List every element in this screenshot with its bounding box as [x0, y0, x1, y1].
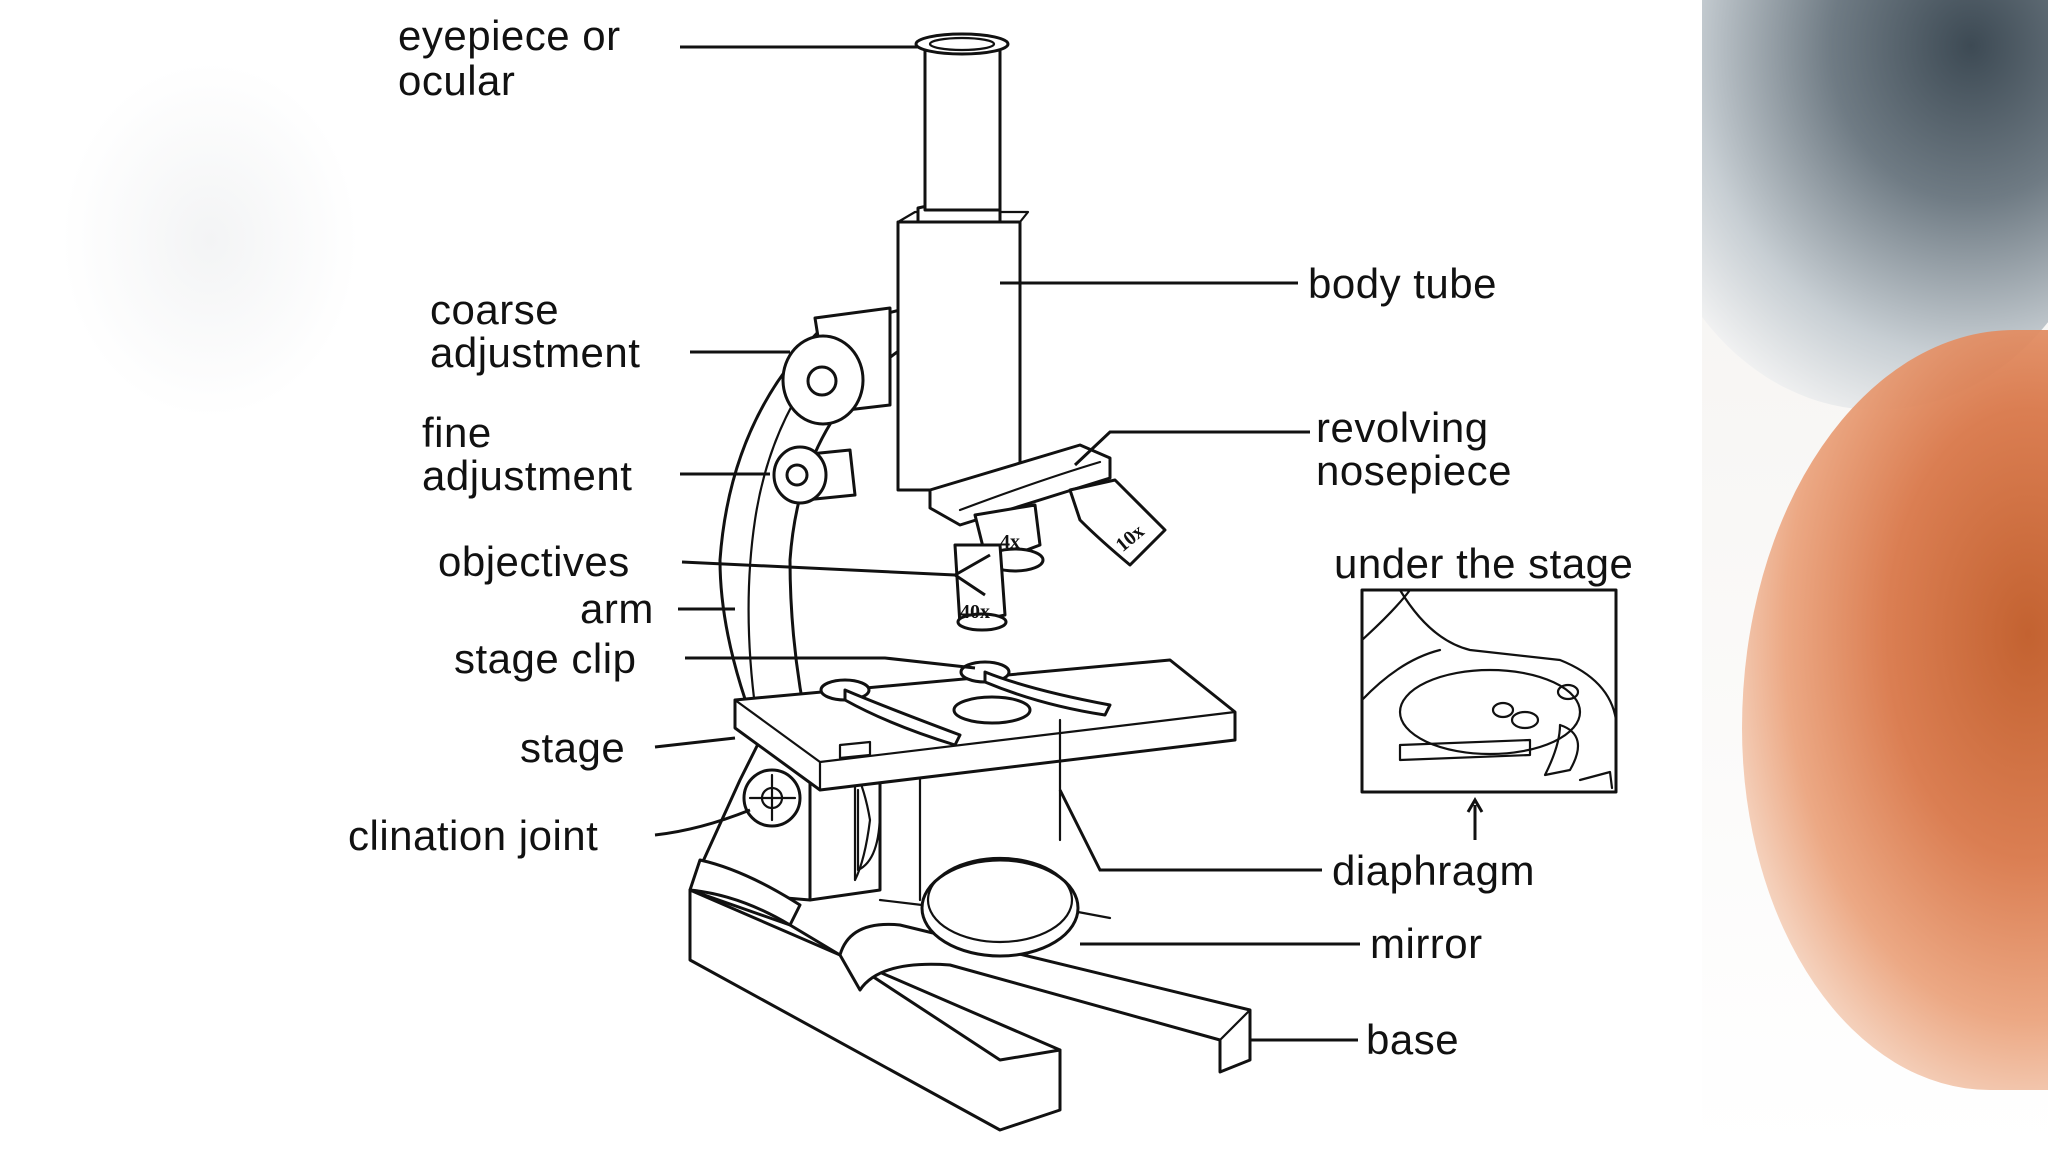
- under-stage-inset: [1360, 588, 1618, 840]
- label-base: base: [1366, 1016, 1459, 1063]
- labels: eyepiece or ocular body tube coarse adju…: [348, 12, 1633, 1063]
- mirror: [878, 856, 1112, 958]
- label-stage-clip: stage clip: [454, 635, 636, 682]
- clination-joint: [742, 768, 802, 828]
- label-arm: arm: [580, 585, 654, 632]
- objective-4x-mark: 4x: [1000, 531, 1020, 553]
- objective-40x-mark: 40x: [960, 601, 990, 623]
- background-haze: [60, 60, 360, 420]
- revolving-nosepiece: [928, 443, 1112, 527]
- label-stage: stage: [520, 724, 625, 771]
- label-diaphragm: diaphragm: [1332, 847, 1535, 894]
- label-clination-joint: clination joint: [348, 812, 598, 859]
- label-coarse-line2: adjustment: [430, 329, 640, 376]
- body-tube: [896, 201, 1030, 492]
- label-fine-line1: fine: [422, 409, 492, 456]
- label-mirror: mirror: [1370, 920, 1483, 967]
- eyepiece: [914, 32, 1010, 212]
- label-eyepiece-line2: ocular: [398, 57, 515, 104]
- leader-lines: [654, 45, 1360, 1042]
- label-under-the-stage: under the stage: [1334, 540, 1633, 587]
- fine-adjustment-knob: [772, 445, 857, 505]
- coarse-adjustment-knob: [781, 306, 892, 426]
- label-revolving-line1: revolving: [1316, 404, 1489, 451]
- label-revolving-line2: nosepiece: [1316, 447, 1512, 494]
- side-photo-panel: [1702, 0, 2048, 1152]
- stage-clips: [819, 660, 1112, 747]
- microscope-base: [688, 888, 1252, 1132]
- label-objectives: objectives: [438, 538, 630, 585]
- label-fine-line2: adjustment: [422, 452, 632, 499]
- label-eyepiece-line1: eyepiece or: [398, 12, 621, 59]
- objectives: 4x 10x 40x: [953, 478, 1167, 632]
- label-body-tube: body tube: [1308, 260, 1497, 307]
- label-coarse-line1: coarse: [430, 286, 559, 333]
